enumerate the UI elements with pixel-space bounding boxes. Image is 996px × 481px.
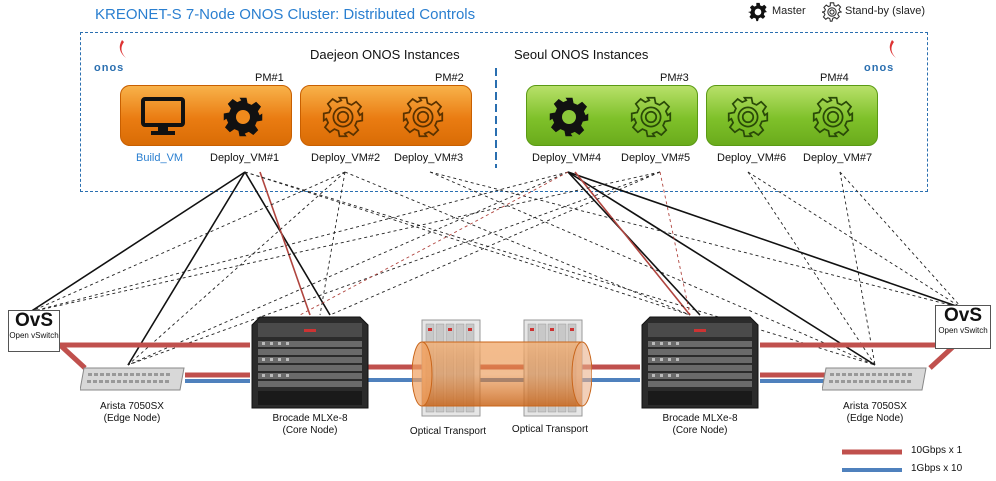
- vm-label-deploy2: Deploy_VM#2: [311, 152, 381, 164]
- link-10g: [58, 343, 87, 370]
- master-link: [244, 171, 331, 316]
- standby-gear-icon-vm5: [630, 96, 672, 138]
- vm-label-deploy1: Deploy_VM#1: [210, 152, 280, 164]
- standby-link: [747, 171, 963, 309]
- master-link: [567, 171, 876, 366]
- ovs-logo-left: OvS Open vSwitch: [8, 310, 60, 352]
- standby-link: [329, 171, 661, 316]
- master-link: [567, 171, 701, 316]
- standby-core-link: [299, 171, 569, 316]
- pm-label-1: PM#1: [255, 72, 284, 84]
- optical-fiber-tube: [412, 341, 592, 407]
- onos-logo-left: onos: [88, 38, 148, 78]
- vm-label-deploy3: Deploy_VM#3: [394, 152, 464, 164]
- standby-link: [429, 171, 876, 366]
- optical-left-label: Optical Transport: [409, 426, 487, 437]
- standby-link: [127, 171, 346, 366]
- standby-core-link: [659, 171, 691, 316]
- vm-label-deploy6: Deploy_VM#6: [717, 152, 787, 164]
- monitor-icon: [141, 97, 185, 135]
- standby-link: [244, 171, 876, 366]
- standby-link: [747, 171, 876, 366]
- arista-right-label: Arista 7050SX(Edge Node): [843, 401, 907, 424]
- diagram-title: KREONET-S 7-Node ONOS Cluster: Distribut…: [95, 6, 476, 23]
- arista-switch-left: [80, 367, 185, 391]
- pm2-box: [300, 85, 472, 146]
- standby-link: [127, 171, 661, 366]
- pm-label-2: PM#2: [435, 72, 464, 84]
- standby-gear-icon-vm6: [727, 96, 769, 138]
- daejeon-group-title: Daejeon ONOS Instances: [310, 47, 460, 62]
- master-gear-icon-vm4: [549, 97, 589, 137]
- arista-switch-right: [822, 367, 927, 391]
- brocade-left-label: Brocade MLXe-8(Core Node): [272, 413, 348, 436]
- pm1-box: [120, 85, 292, 146]
- legend-standby-label: Stand-by (slave): [845, 5, 926, 17]
- master-link: [127, 171, 246, 366]
- legend-1g-label: 1Gbps x 10: [911, 463, 963, 474]
- pm-label-3: PM#3: [660, 72, 689, 84]
- seoul-group-title: Seoul ONOS Instances: [514, 47, 649, 62]
- link-legend-swatches: [842, 449, 902, 472]
- standby-link: [344, 171, 691, 316]
- vm-label-build: Build_VM: [136, 152, 184, 164]
- master-gear-icon: [748, 2, 768, 22]
- onos-logo-right: onos: [858, 38, 918, 78]
- master-link: [29, 171, 246, 313]
- standby-link: [839, 171, 876, 366]
- standby-gear-icon: [822, 2, 842, 22]
- standby-gear-icon-vm3: [402, 96, 444, 138]
- legend-master-label: Master: [772, 5, 806, 17]
- standby-link: [127, 171, 569, 366]
- optical-right-label: Optical Transport: [511, 424, 589, 435]
- master-gear-icon-vm1: [223, 97, 263, 137]
- master-link: [567, 171, 963, 309]
- brocade-router-right: [641, 316, 759, 409]
- standby-link: [839, 171, 963, 309]
- legend-10g-label: 10Gbps x 1: [911, 445, 963, 456]
- pm-label-4: PM#4: [820, 72, 849, 84]
- standby-link: [29, 171, 569, 313]
- brocade-right-label: Brocade MLXe-8(Core Node): [662, 413, 738, 436]
- master-core-link: [259, 171, 311, 316]
- standby-gear-icon-vm7: [812, 96, 854, 138]
- brocade-router-left: [251, 316, 369, 409]
- standby-link: [244, 171, 691, 316]
- vm-label-deploy4: Deploy_VM#4: [532, 152, 602, 164]
- vm-label-deploy7: Deploy_VM#7: [803, 152, 873, 164]
- onos-cluster-box: [80, 32, 928, 192]
- standby-gear-icon-vm2: [322, 96, 364, 138]
- vm-label-deploy5: Deploy_VM#5: [621, 152, 691, 164]
- master-core-link: [574, 171, 691, 316]
- arista-left-label: Arista 7050SX(Edge Node): [100, 401, 164, 424]
- standby-link: [319, 171, 346, 316]
- group-divider: [495, 68, 497, 168]
- standby-link: [429, 171, 963, 309]
- ovs-logo-right: OvS Open vSwitch: [935, 305, 991, 349]
